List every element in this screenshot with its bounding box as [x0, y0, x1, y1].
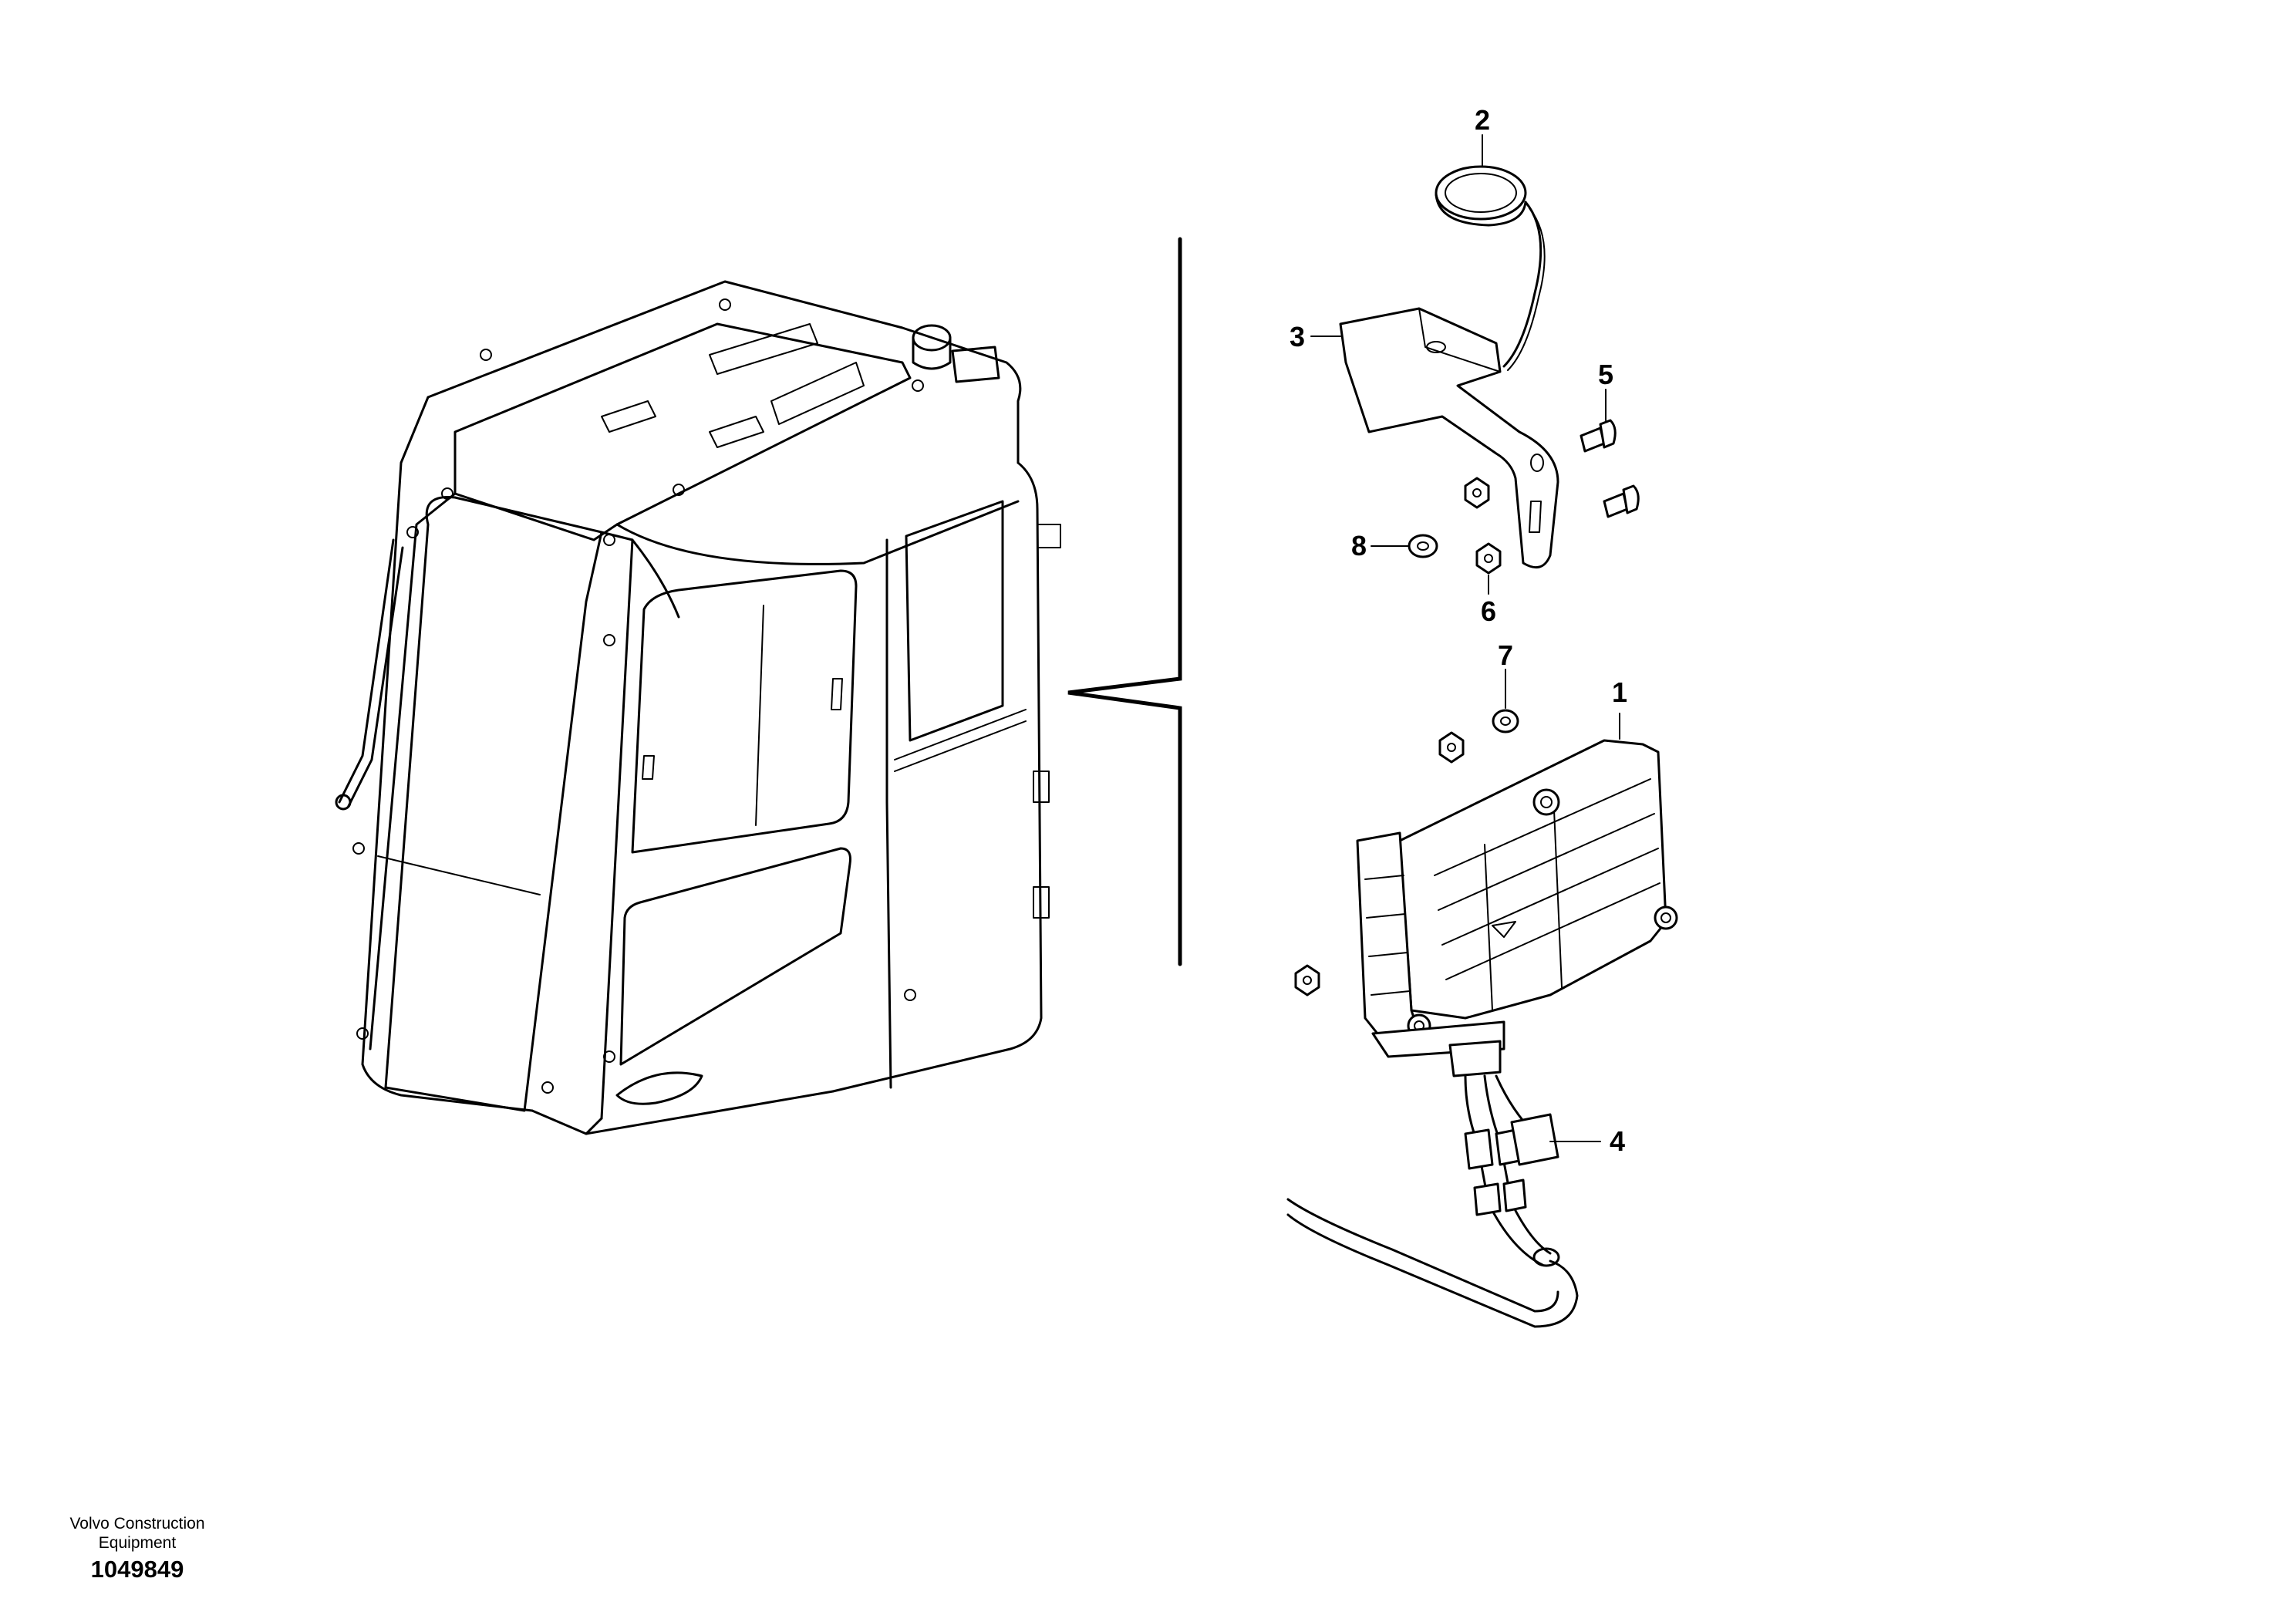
leader-lines: [1310, 134, 1620, 1142]
company-name-line2: Equipment: [99, 1534, 177, 1552]
wiring-harness-part: [1286, 1074, 1579, 1328]
callout-2: 2: [1475, 104, 1490, 136]
callout-6: 6: [1481, 595, 1496, 627]
callout-8: 8: [1351, 530, 1367, 561]
callout-1: 1: [1612, 676, 1627, 708]
callout-labels: 1 2 3 4 5 6 7 8: [1290, 104, 1627, 1157]
callout-3: 3: [1290, 321, 1305, 352]
callout-5: 5: [1598, 359, 1613, 390]
bolt-part: [1580, 419, 1640, 518]
nut-part: [1294, 477, 1502, 996]
cab-illustration: [335, 280, 1061, 1135]
callout-7: 7: [1498, 639, 1513, 671]
control-unit-part: [1356, 739, 1678, 1077]
antenna-part: [1435, 165, 1546, 371]
drawing-number: 1049849: [91, 1556, 184, 1583]
mounting-bracket-part: [1339, 307, 1559, 569]
explode-view-bracket: [1067, 237, 1182, 966]
footer: Volvo Construction Equipment 1049849: [69, 1515, 204, 1583]
company-name-line1: Volvo Construction: [69, 1515, 204, 1533]
callout-4: 4: [1610, 1125, 1625, 1157]
washer-part: [1408, 534, 1519, 733]
